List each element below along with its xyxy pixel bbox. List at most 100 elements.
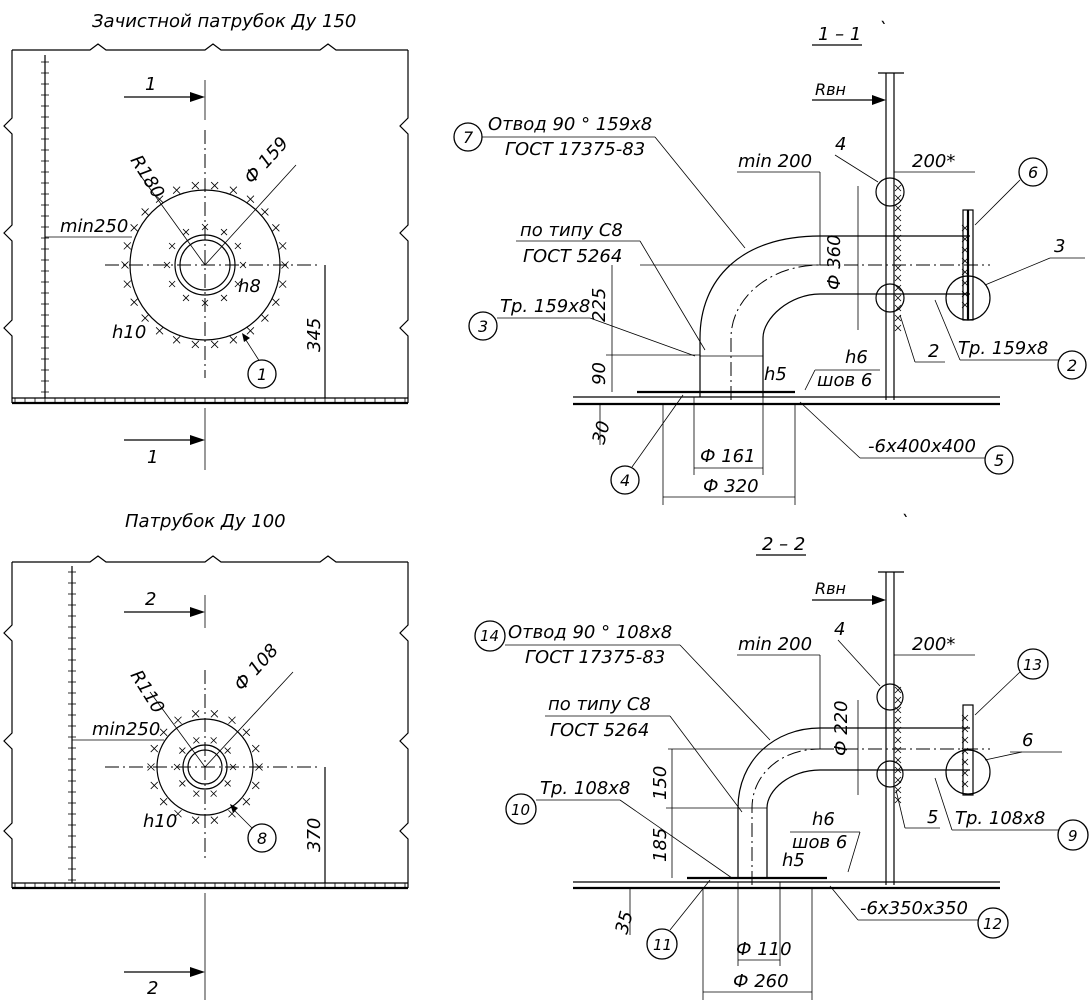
weld-cross: [210, 340, 219, 349]
weld-cross: [242, 797, 251, 806]
section-mark-top: 1: [145, 74, 156, 95]
dia260-label: Ф 260: [733, 971, 789, 992]
weld-cross: [961, 257, 969, 265]
h5-label: h5: [782, 850, 805, 871]
weld-cross: [172, 336, 181, 344]
height-label: 370: [304, 818, 325, 852]
rvn-arrow-head: [872, 95, 886, 105]
weld-cross: [251, 781, 260, 790]
label-5-leader: [895, 789, 906, 829]
weld-cross: [191, 816, 200, 824]
diameter-label: Ф 108: [230, 640, 283, 695]
weld-cross: [894, 244, 902, 252]
section-1-tick: `: [878, 19, 887, 40]
label-4-leader: [837, 639, 881, 687]
section-2-title: 2 – 2: [762, 534, 805, 555]
section-arrow-head-top: [190, 92, 205, 102]
weld-cross: [229, 186, 238, 194]
weld-cross: [150, 781, 159, 790]
label-4: 4: [834, 619, 845, 640]
section-mark-bottom: 1: [147, 447, 158, 468]
rvn-label: Rвн: [815, 579, 846, 598]
weld-cross: [894, 696, 902, 704]
weld-cross: [130, 224, 138, 232]
floor-ticks: [14, 398, 406, 403]
pipe2-label: Тр. 159x8: [958, 338, 1048, 359]
weld-cross: [228, 716, 236, 725]
bend-callout-line2: ГОСТ 17375-83: [505, 139, 645, 160]
weld-cross: [155, 327, 164, 335]
flange-detail-circle: [945, 749, 991, 795]
weld-cross: [224, 747, 231, 754]
weld-cross: [173, 763, 181, 771]
dia161-label: Ф 161: [700, 446, 756, 467]
weld-cross: [961, 246, 969, 254]
pipe-inner-circle: [179, 239, 231, 291]
label-2-leader: [899, 314, 916, 363]
weld-cross: [894, 766, 902, 774]
weld-callout-line2: ГОСТ 5264: [523, 246, 622, 267]
dim200-label: 200*: [912, 151, 955, 172]
wall-ticks: [41, 61, 49, 393]
pipe-callout-label: Тр. 159x8: [500, 296, 590, 317]
dim225-label: 225: [589, 288, 610, 322]
balloon-5: [984, 445, 1014, 475]
weld-cross: [123, 242, 132, 250]
weld-cross: [961, 268, 969, 276]
bend-outer-arc: [699, 235, 821, 339]
pipe2-label: Тр. 108x8: [955, 808, 1045, 829]
dia110-label: Ф 110: [736, 939, 792, 960]
weld6-leader: [804, 369, 816, 391]
balloon-10: [505, 793, 537, 825]
weld6-leader: [847, 831, 861, 873]
weld-cross: [961, 714, 969, 722]
bend-callout-leader: [654, 136, 746, 249]
weld-cross: [159, 797, 168, 806]
pipe-outer-circle: [182, 744, 228, 790]
section-1-title: 1 – 1: [818, 24, 861, 45]
top-view-1-title: Зачистной патрубок Ду 150: [92, 11, 356, 32]
pad-outline-circle: [129, 189, 281, 341]
h10-label: h10: [143, 811, 177, 832]
pad-leader: [669, 879, 711, 931]
balloon-12-number: 12: [983, 915, 1002, 933]
weld-cross: [961, 758, 969, 766]
weld-cross: [894, 706, 902, 714]
weld-cross: [894, 776, 902, 784]
plate-leader: [799, 401, 861, 459]
balloon-3-left: [468, 311, 498, 341]
weld-cross: [894, 294, 902, 302]
bend-center-line: [751, 748, 821, 885]
weld-cross: [159, 728, 168, 737]
weld-cross: [179, 780, 186, 787]
label-3: 3: [1054, 236, 1065, 257]
weld-cross: [894, 284, 902, 292]
balloon-1: [247, 359, 277, 389]
balloon-14-number: 14: [480, 627, 499, 645]
balloon-1-arrow: [242, 333, 250, 342]
weld-cross: [894, 686, 902, 694]
weld-cross: [229, 336, 238, 344]
weld-cross: [261, 314, 269, 322]
weld-cross: [191, 340, 200, 349]
balloon-8-number: 8: [257, 829, 267, 848]
dim185-label: 185: [650, 828, 671, 862]
weld-cross: [174, 809, 182, 818]
balloon-8: [247, 823, 277, 853]
weld-cross: [121, 261, 129, 269]
weld-cross: [163, 261, 171, 269]
sleeve-top-circle: [876, 683, 904, 711]
label-6-leader: [984, 751, 1023, 761]
frame-left-break-line: [3, 562, 13, 888]
weld-cross: [229, 763, 237, 771]
balloon-11-number: 11: [653, 936, 672, 954]
weld-cross: [155, 195, 164, 203]
weld-cross: [182, 294, 190, 302]
weld-cross: [234, 280, 242, 288]
weld-callout-leader: [639, 240, 706, 351]
weld-cross: [210, 710, 219, 718]
weld-cross: [961, 780, 969, 788]
weld-cross: [168, 280, 176, 288]
weld-cross: [174, 716, 182, 725]
weld-cross: [278, 280, 287, 288]
